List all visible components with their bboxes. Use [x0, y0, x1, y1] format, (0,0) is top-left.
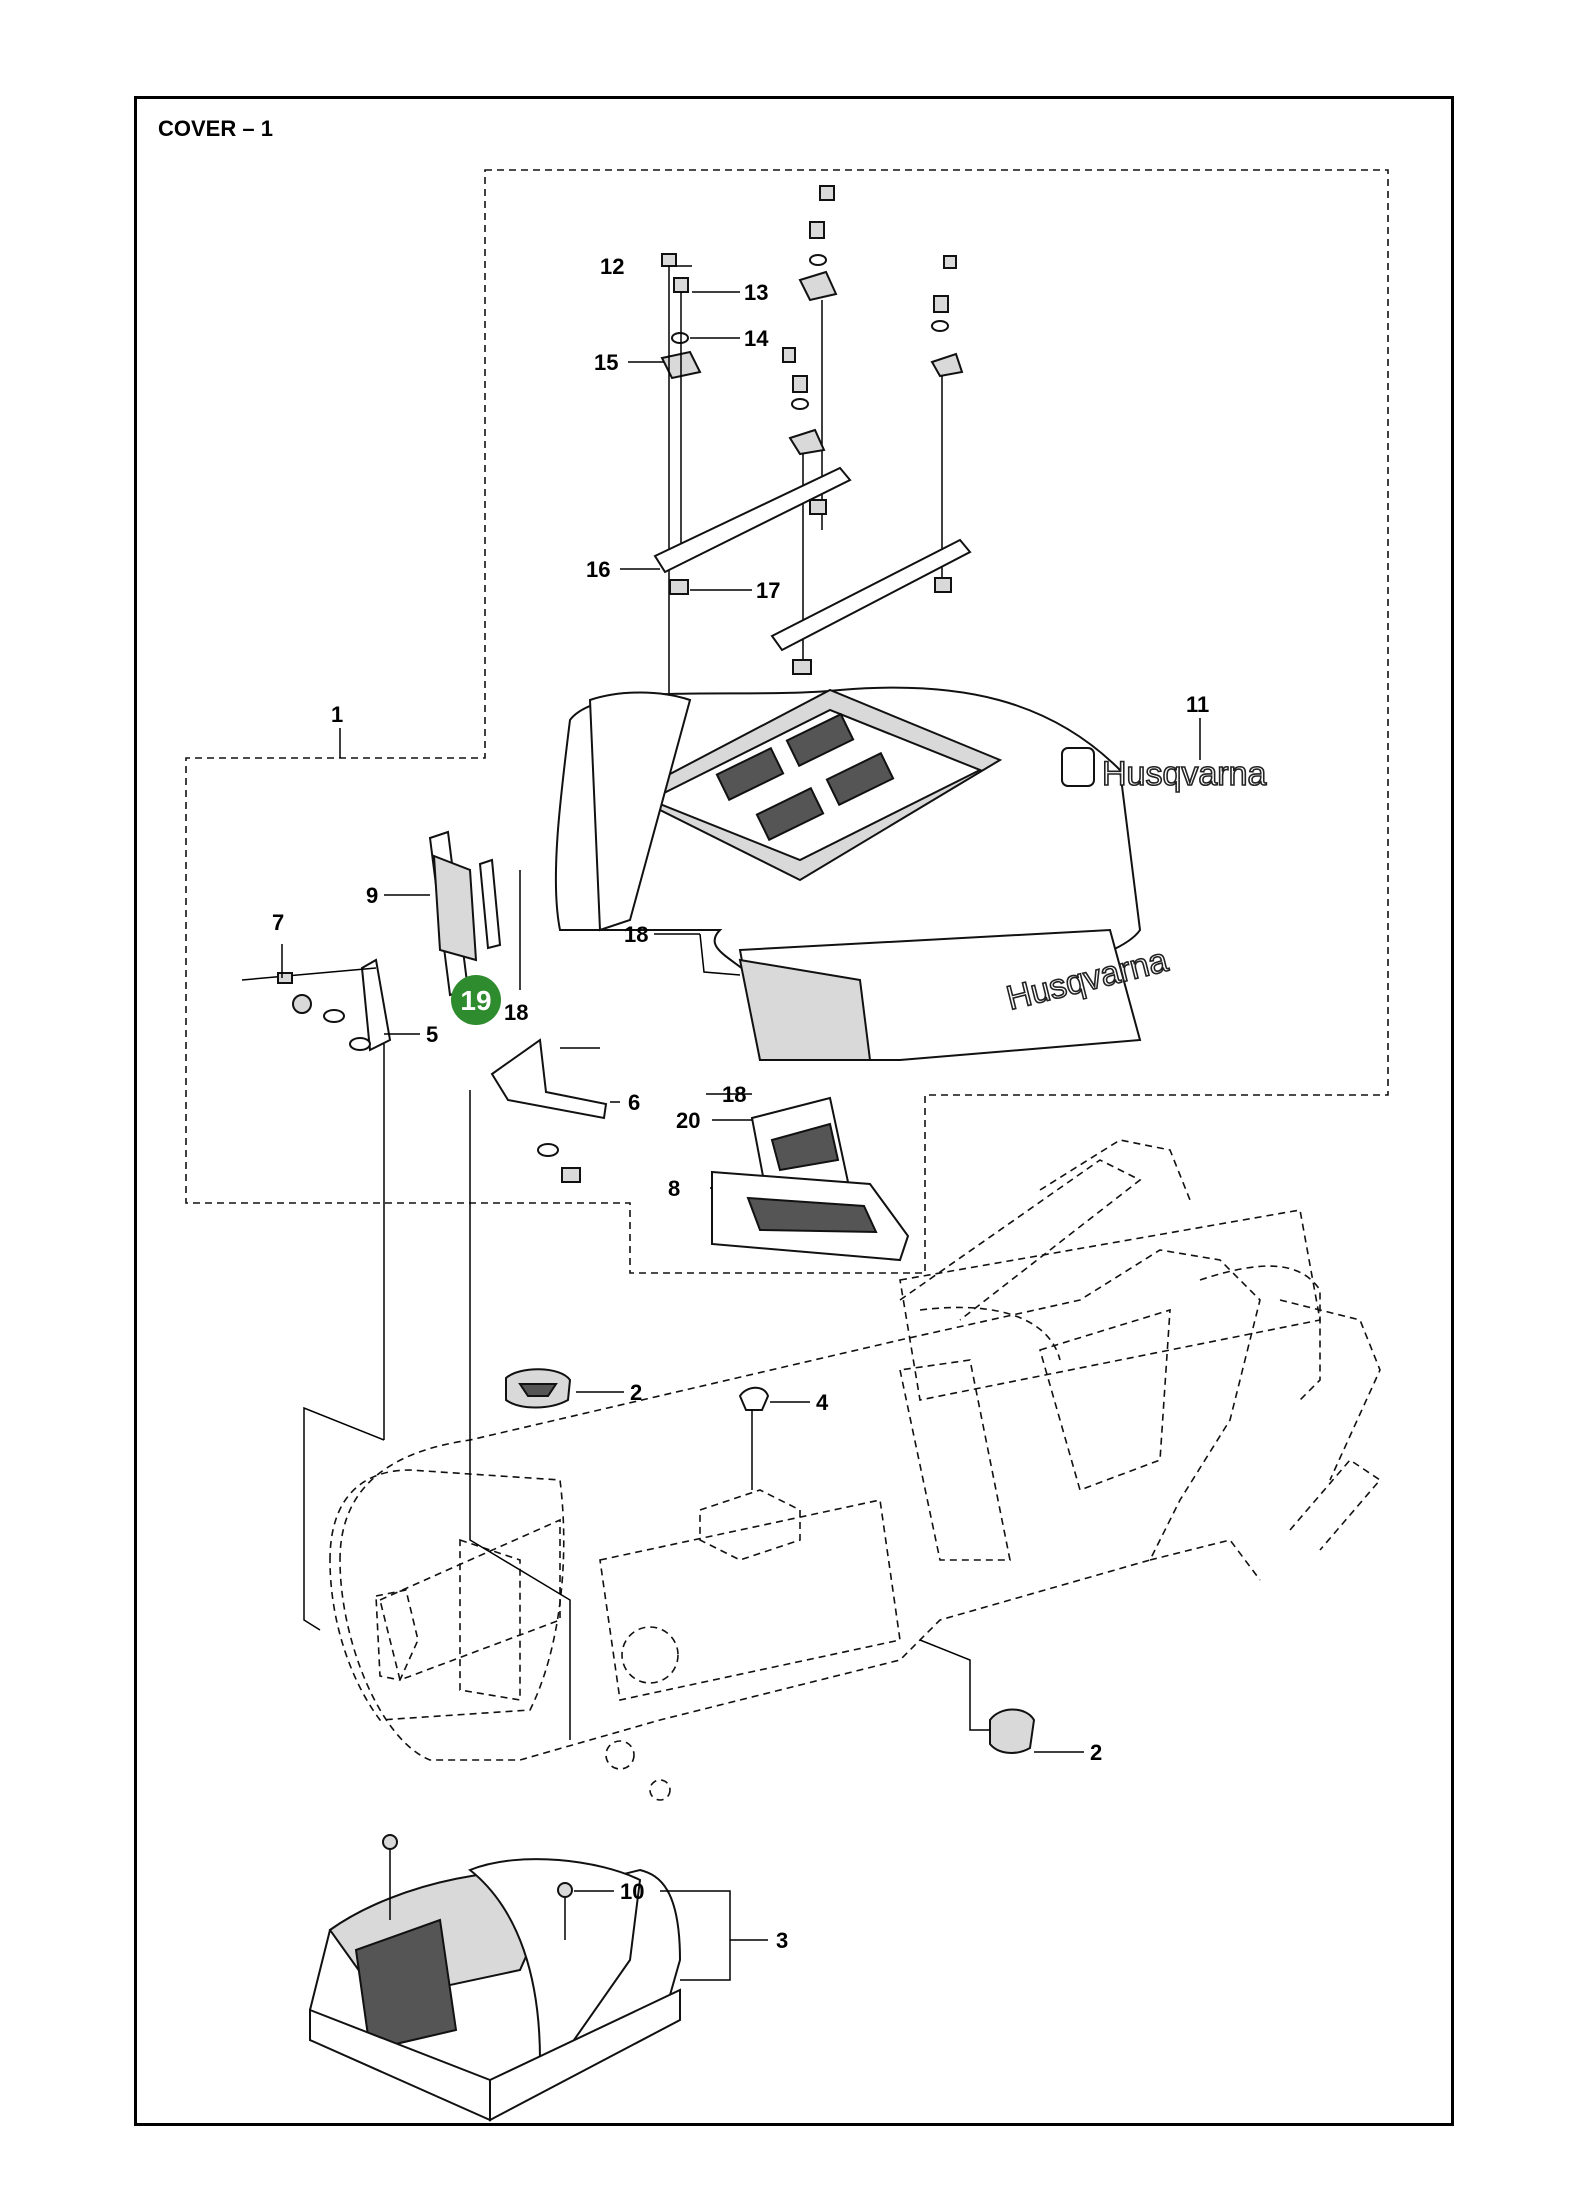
- callout-12: 12: [600, 254, 624, 279]
- callout-4: 4: [816, 1390, 829, 1415]
- assembly-boundary: [185, 169, 1389, 1274]
- bottom-cover-3[interactable]: [309, 1858, 682, 2122]
- callout-8: 8: [668, 1176, 680, 1201]
- highlight-badge-19[interactable]: [451, 975, 501, 1025]
- callout-2a: 2: [630, 1380, 642, 1405]
- screw-12[interactable]: [661, 253, 677, 267]
- rubber-mount-2-lower[interactable]: [989, 1708, 1036, 1754]
- callout-18c: 18: [722, 1082, 746, 1107]
- callout-6: 6: [628, 1090, 640, 1115]
- callout-3: 3: [776, 1928, 788, 1953]
- callout-1: 1: [331, 702, 343, 727]
- callout-11: 11: [1186, 692, 1209, 717]
- highlight-label: 19: [460, 985, 491, 1016]
- bracket-19[interactable]: [478, 858, 502, 950]
- front-grille: [329, 1469, 565, 1721]
- washer-14[interactable]: [671, 332, 689, 344]
- strip-16-right[interactable]: [770, 538, 972, 652]
- callout-5: 5: [426, 1022, 438, 1047]
- clip-4[interactable]: [738, 1386, 770, 1411]
- brand-text: Husqvarna: [1102, 755, 1267, 793]
- callout-13: 13: [744, 280, 768, 305]
- callout-2b: 2: [1090, 1740, 1102, 1765]
- bracket-6[interactable]: [490, 1038, 608, 1120]
- callout-14: 14: [744, 326, 769, 351]
- brand-decal-11[interactable]: Husqvarna: [1061, 747, 1267, 794]
- chassis-frame: [339, 1139, 1382, 1801]
- strip-16-left[interactable]: [653, 466, 852, 574]
- callout-18a: 18: [624, 922, 648, 947]
- bracket-5[interactable]: [360, 958, 392, 1052]
- callout-20: 20: [676, 1108, 700, 1133]
- callout-7: 7: [272, 910, 284, 935]
- callout-10: 10: [620, 1879, 644, 1904]
- callout-17: 17: [756, 578, 780, 603]
- callout-9: 9: [366, 883, 378, 908]
- screw-10[interactable]: [557, 1882, 573, 1898]
- fastener-group-middle: [782, 185, 964, 665]
- hood-cover-11[interactable]: Husqvarna: [554, 686, 1172, 1061]
- pin-7[interactable]: [277, 972, 293, 984]
- callout-18b: 18: [504, 1000, 528, 1025]
- nut-17[interactable]: [669, 579, 689, 595]
- page-title: COVER – 1: [158, 116, 273, 141]
- callout-15: 15: [594, 350, 618, 375]
- screw-13[interactable]: [673, 277, 689, 293]
- diagram-frame: [134, 96, 1454, 2126]
- callout-16: 16: [586, 557, 610, 582]
